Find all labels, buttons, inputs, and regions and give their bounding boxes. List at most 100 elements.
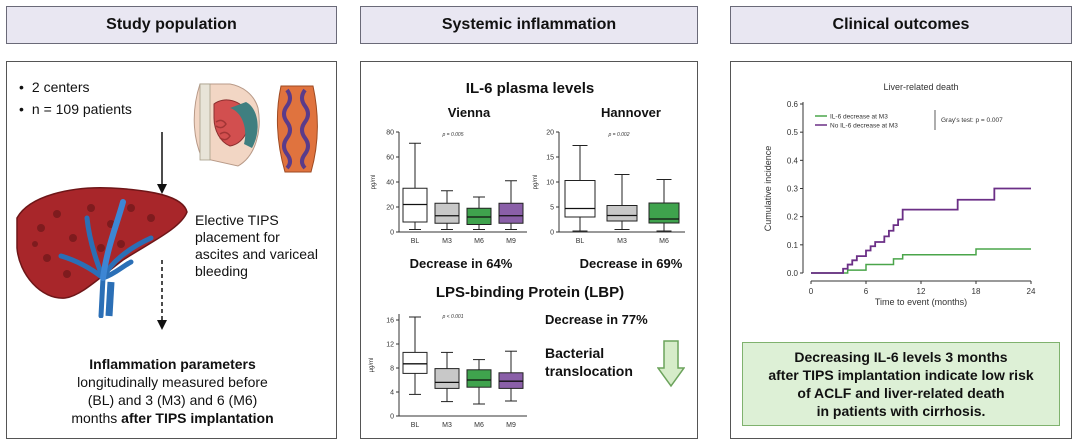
y-tick-label: 0 [390,414,394,421]
inflammation-line-3-text: months after TIPS implantation [71,410,274,426]
inflammation-title: Inflammation parameters [89,356,256,372]
p-value: p = 0.002 [608,132,630,138]
y-tick-label: 16 [386,318,394,325]
lbp-decrease: Decrease in 77% [545,312,648,327]
bullet-list: 2 centers n = 109 patients [19,76,132,120]
p-value: p = 0.005 [442,132,464,138]
y-tick-label: 20 [386,205,394,212]
lbp-decrease-label: Decrease [545,312,603,327]
inflammation-line-3: months after TIPS implantation [7,409,338,427]
bacterial-line-2: translocation [545,363,633,379]
bacterial-line-1: Bacterial [545,345,605,361]
y-axis-label: pg/ml [371,175,377,190]
vienna-title: Vienna [447,105,491,120]
inflammation-line-1: longitudinally measured before [77,374,268,390]
box-M3 [434,202,460,224]
conclusion-line-2: after TIPS implantation indicate low ris… [768,367,1034,383]
inflammation-line-3-bold: after TIPS implantation [121,410,274,426]
y-tick-label: 0 [550,230,554,237]
x-tick-label: M3 [442,238,452,245]
hannover-decrease-value: in 69% [641,256,683,271]
header-systemic-inflammation: Systemic inflammation [360,6,698,44]
x-tick-label: BL [411,238,420,245]
x-tick-label: M9 [506,422,516,429]
x-tick-label: BL [411,422,420,429]
grays-test: Gray's test: p = 0.007 [941,117,1003,124]
x-tick-label: M9 [506,238,516,245]
box-M9 [498,202,524,224]
y-tick-label: 80 [386,130,394,137]
chart-title: Liver-related death [883,82,958,92]
p-value: p < 0.001 [442,314,464,320]
x-tick-label: M3 [617,238,627,245]
y-tick-label: 0.2 [787,213,799,222]
x-tick-label: 12 [917,287,926,296]
cumulative-incidence-chart: Liver-related death 0.0 0.1 0.2 0.3 0.4 0.5 0.6… [763,82,1036,307]
tips-description: Elective TIPS placement for ascites and … [195,212,318,280]
hannover-decrease: Decrease in 69% [561,256,701,271]
header-systemic-inflammation-label: Systemic inflammation [441,16,617,33]
conclusion-line-3: of ACLF and liver-related death [797,385,1005,401]
x-tick-label: M6 [474,422,484,429]
y-tick-label: 8 [390,366,394,373]
box-M6 [466,369,492,388]
y-tick-label: 0.3 [787,185,799,194]
x-tick-label: 6 [864,287,869,296]
conclusion-box: Decreasing IL-6 levels 3 months after TI… [742,342,1060,426]
inflammation-parameters: Inflammation parameters longitudinally m… [7,355,338,427]
series-line-decrease [811,248,1031,274]
y-tick-label: 0.4 [787,156,799,165]
y-tick-label: 20 [546,130,554,137]
liver-illustration [16,187,188,318]
varices-illustration [277,85,318,173]
abdomen-illustration [193,83,260,167]
box-BL [564,180,596,218]
x-tick-label: 18 [972,287,981,296]
y-tick-label: 40 [386,180,394,187]
hannover-decrease-label: Decrease [579,256,638,271]
y-tick-label: 4 [390,390,394,397]
conclusion-line-1: Decreasing IL-6 levels 3 months [794,349,1008,365]
tips-line-2: placement for [195,229,280,245]
header-study-population: Study population [6,6,337,44]
study-population-panel: 2 centers n = 109 patients Elective TI [6,61,337,439]
y-tick-label: 60 [386,155,394,162]
y-tick-label: 10 [546,180,554,187]
x-tick-label: 0 [809,287,814,296]
timeline-arrow [157,132,167,330]
box-BL [402,351,428,374]
inflammation-line-2: (BL) and 3 (M3) and 6 (M6) [87,392,258,408]
tips-line-4: bleeding [195,263,248,279]
header-clinical-outcomes: Clinical outcomes [730,6,1072,44]
lbp-title: LPS-binding Protein (LBP) [435,284,625,301]
y-tick-label: 15 [546,155,554,162]
y-tick-label: 0.6 [787,100,799,109]
y-axis-label: µg/ml [369,358,375,373]
tips-line-3: ascites and variceal [195,246,318,262]
il6-title: IL-6 plasma levels [465,80,595,97]
x-tick-label: BL [576,238,585,245]
box-M6 [648,202,680,224]
lbp-decrease-value: in 77% [606,312,648,327]
vienna-decrease-label: Decrease [409,256,468,271]
x-axis-label: Time to event (months) [875,297,967,307]
box-M3 [606,205,638,222]
y-axis-label: Cumulative incidence [763,146,773,232]
x-tick-label: M6 [474,238,484,245]
down-arrow-icon [657,340,685,388]
y-tick-label: 0.5 [787,128,799,137]
y-tick-label: 0.1 [787,241,799,250]
bacterial-translocation: Bacterial translocation [545,344,633,380]
vienna-decrease: Decrease in 64% [391,256,531,271]
y-tick-label: 5 [550,205,554,212]
header-clinical-outcomes-label: Clinical outcomes [832,16,970,33]
x-tick-label: M6 [659,238,669,245]
x-tick-label: M3 [442,422,452,429]
y-tick-label: 0 [390,230,394,237]
x-tick-label: 24 [1027,287,1036,296]
y-tick-label: 0.0 [787,269,799,278]
